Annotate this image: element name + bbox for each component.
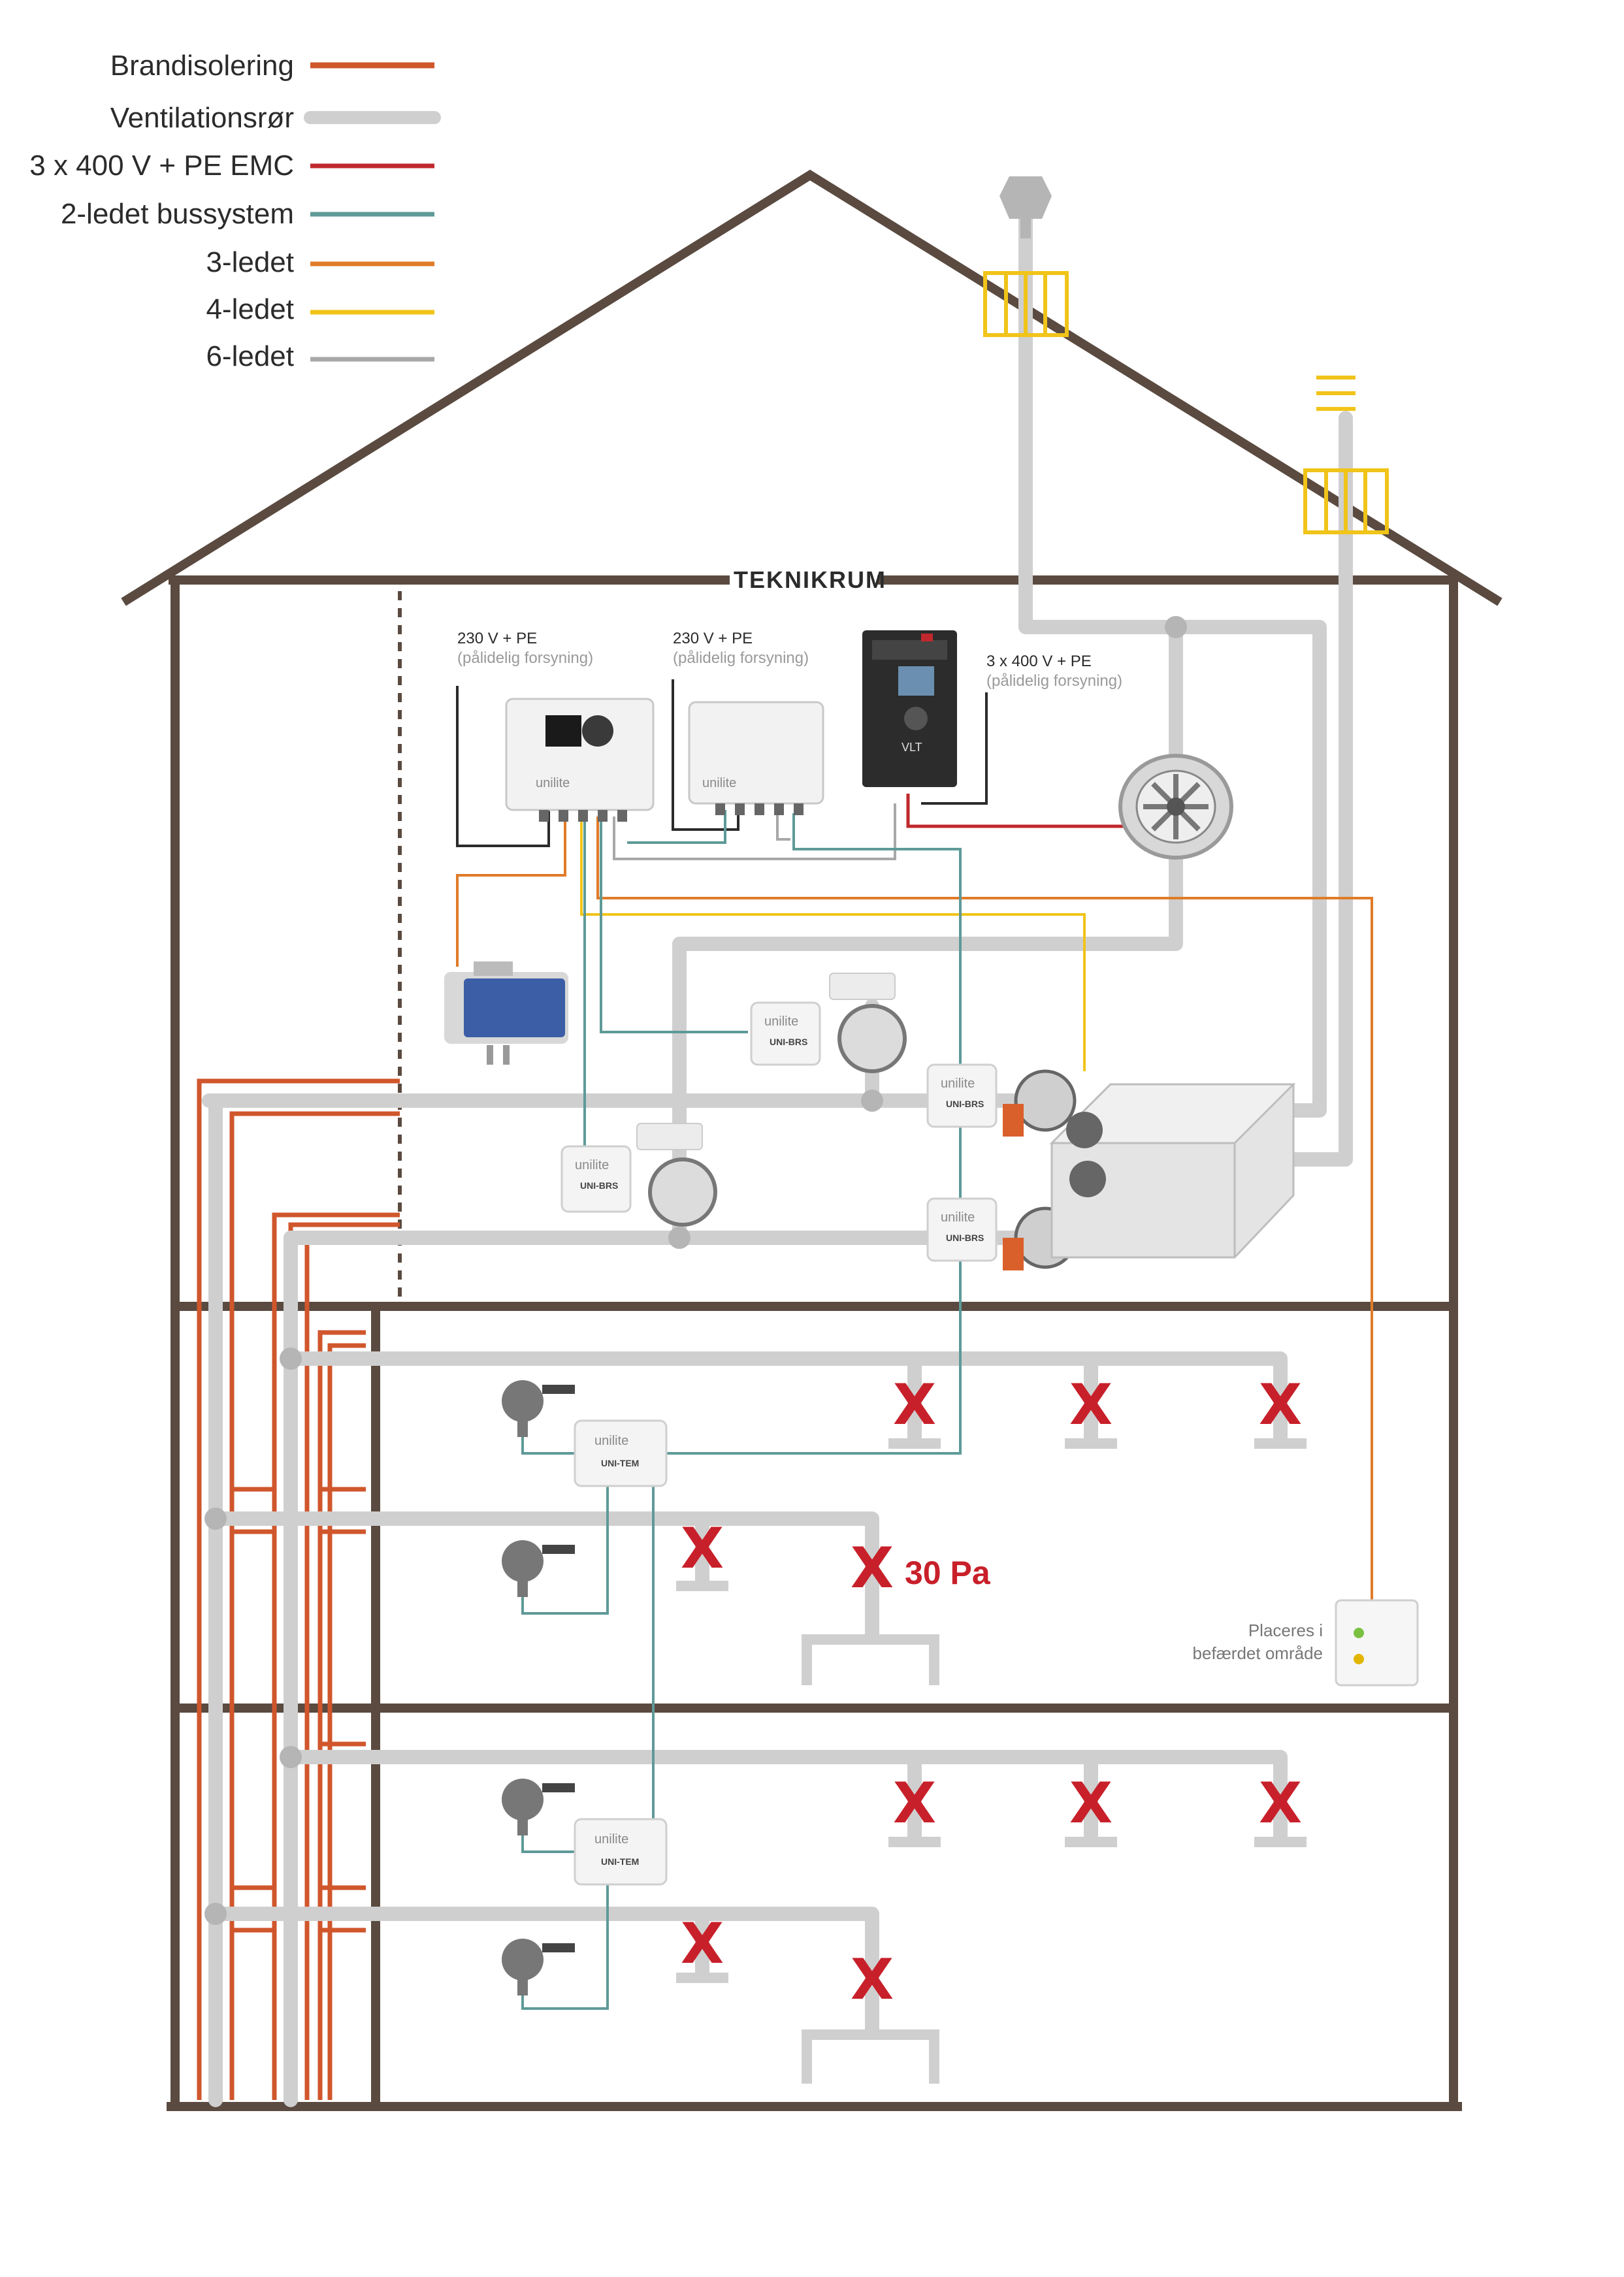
duct-floor2-top: [284, 1750, 1288, 1843]
x-mark: X: [1069, 1372, 1112, 1438]
fire-riser-7: [317, 1330, 366, 2100]
duct-terminals: [676, 1438, 1307, 2084]
fire-damper-lower: [636, 1123, 717, 1227]
uni-tem-module-2: unilite UNI-TEM: [574, 1818, 668, 1886]
duct-exhaust-stack: [1018, 208, 1183, 634]
air-handling-unit: [1049, 1083, 1296, 1259]
indicator-note-line1: Placeres i: [1248, 1621, 1323, 1640]
legend-label-4-ledet: 4-ledet: [206, 293, 294, 325]
tem1-brand: unilite: [594, 1434, 628, 1448]
uni-brs-module-3: unilite UNI-BRS: [926, 1063, 998, 1128]
fire-controller-display: unilite: [505, 698, 655, 822]
indicator-note-line2: befærdet område: [1193, 1643, 1323, 1663]
roof-grille-exhaust: [983, 271, 1069, 337]
closed-markers: X X X X X X X X X X: [681, 1372, 1302, 2012]
supply-3-line1: 3 x 400 V + PE: [986, 653, 1092, 670]
uni-brs-module-2: unilite UNI-BRS: [560, 1145, 632, 1213]
fire-riser-1: [197, 1078, 400, 2100]
tem2-brand: unilite: [594, 1832, 628, 1847]
bus-cables: [521, 810, 962, 2010]
roof: [121, 169, 1502, 606]
uni-brs-module-4: unilite UNI-BRS: [926, 1197, 998, 1262]
legend: Brandisolering Ventilationsrør 3 x 400 V…: [29, 50, 441, 372]
supply-2-line1: 230 V + PE: [673, 630, 753, 647]
tem2-model: UNI-TEM: [601, 1856, 639, 1867]
extension-module: unilite: [688, 701, 824, 815]
duct-floor1-top: [284, 1351, 1288, 1444]
x-mark: X: [1259, 1372, 1302, 1438]
duct-floor2-bottom: [208, 1907, 879, 2039]
controller-brand-label: unilite: [536, 776, 570, 790]
duct-roof-return: [1169, 620, 1327, 1118]
supply-3-line2: (pålidelig forsyning): [986, 672, 1122, 690]
pressure-setpoint-label: 30 Pa: [905, 1555, 991, 1591]
motor-damper-1: [1003, 1069, 1077, 1137]
temp-sensor-f2b: [502, 1939, 575, 1995]
temp-sensor-f1b: [502, 1540, 575, 1597]
duct-intake-stack: [1286, 411, 1353, 1167]
pressure-transmitter: [444, 961, 568, 1065]
chimney-cap: [999, 176, 1052, 238]
three-wire-pressure: [456, 816, 566, 967]
x-mark: X: [1069, 1771, 1112, 1836]
fire-riser-4: [272, 1212, 400, 2100]
x-mark: X: [893, 1771, 936, 1836]
vfd-label: VLT: [901, 741, 922, 754]
supply-1-line1: 230 V + PE: [457, 630, 537, 647]
tem1-model: UNI-TEM: [601, 1458, 639, 1468]
uni-brs-module-1: unilite UNI-BRS: [750, 1001, 821, 1066]
x-mark: X: [681, 1911, 724, 1977]
x-mark: X: [851, 1536, 894, 1601]
indicator-panel: [1335, 1599, 1419, 1687]
duct-joints: [204, 616, 1187, 1925]
brs3-model: UNI-BRS: [946, 1099, 984, 1109]
four-wire-ahu: [580, 816, 1086, 1071]
fire-riser-8: [327, 1343, 366, 2100]
supply-1-line2: (pålidelig forsyning): [457, 649, 593, 667]
temp-sensor-f2a: [502, 1779, 575, 1835]
frequency-converter: VLT: [862, 630, 957, 787]
module-brand-label: unilite: [702, 776, 736, 790]
temperature-sensors: [502, 1380, 575, 1995]
legend-label-6-ledet: 6-ledet: [206, 340, 294, 372]
x-mark: X: [893, 1372, 936, 1438]
x-mark: X: [851, 1947, 894, 2012]
fire-riser-3: [229, 1111, 400, 2100]
fire-damper-upper: [829, 973, 907, 1073]
brs4-model: UNI-BRS: [946, 1233, 984, 1243]
uni-tem-module-1: unilite UNI-TEM: [574, 1419, 668, 1487]
power-cable-fan: [906, 794, 1130, 828]
temp-sensor-f1a: [502, 1380, 575, 1437]
duct-floor1-bottom: [208, 1511, 879, 1643]
supply-cables: [456, 679, 988, 847]
axial-fan: [1118, 754, 1233, 860]
brs4-brand: unilite: [941, 1210, 975, 1225]
legend-label-power: 3 x 400 V + PE EMC: [29, 150, 294, 182]
roof-grille-intake: [1303, 376, 1389, 534]
legend-label-ventilationsror: Ventilationsrør: [110, 102, 294, 134]
brs1-model: UNI-BRS: [770, 1037, 807, 1047]
technical-room-label: TEKNIKRUM: [734, 566, 886, 593]
legend-label-brandisolering: Brandisolering: [110, 50, 294, 82]
supply-2-line2: (pålidelig forsyning): [673, 649, 809, 667]
legend-label-bus: 2-ledet bussystem: [61, 198, 294, 230]
brs1-brand: unilite: [764, 1014, 798, 1029]
brs2-brand: unilite: [575, 1158, 609, 1172]
x-mark: X: [1259, 1771, 1302, 1836]
six-wire-vfd: [613, 803, 896, 860]
x-mark: X: [681, 1516, 724, 1581]
brs2-model: UNI-BRS: [580, 1180, 618, 1191]
three-wire-indicator: [596, 816, 1373, 1620]
brs3-brand: unilite: [941, 1076, 975, 1091]
legend-label-3-ledet: 3-ledet: [206, 246, 294, 278]
house-structure: [121, 169, 1502, 2111]
